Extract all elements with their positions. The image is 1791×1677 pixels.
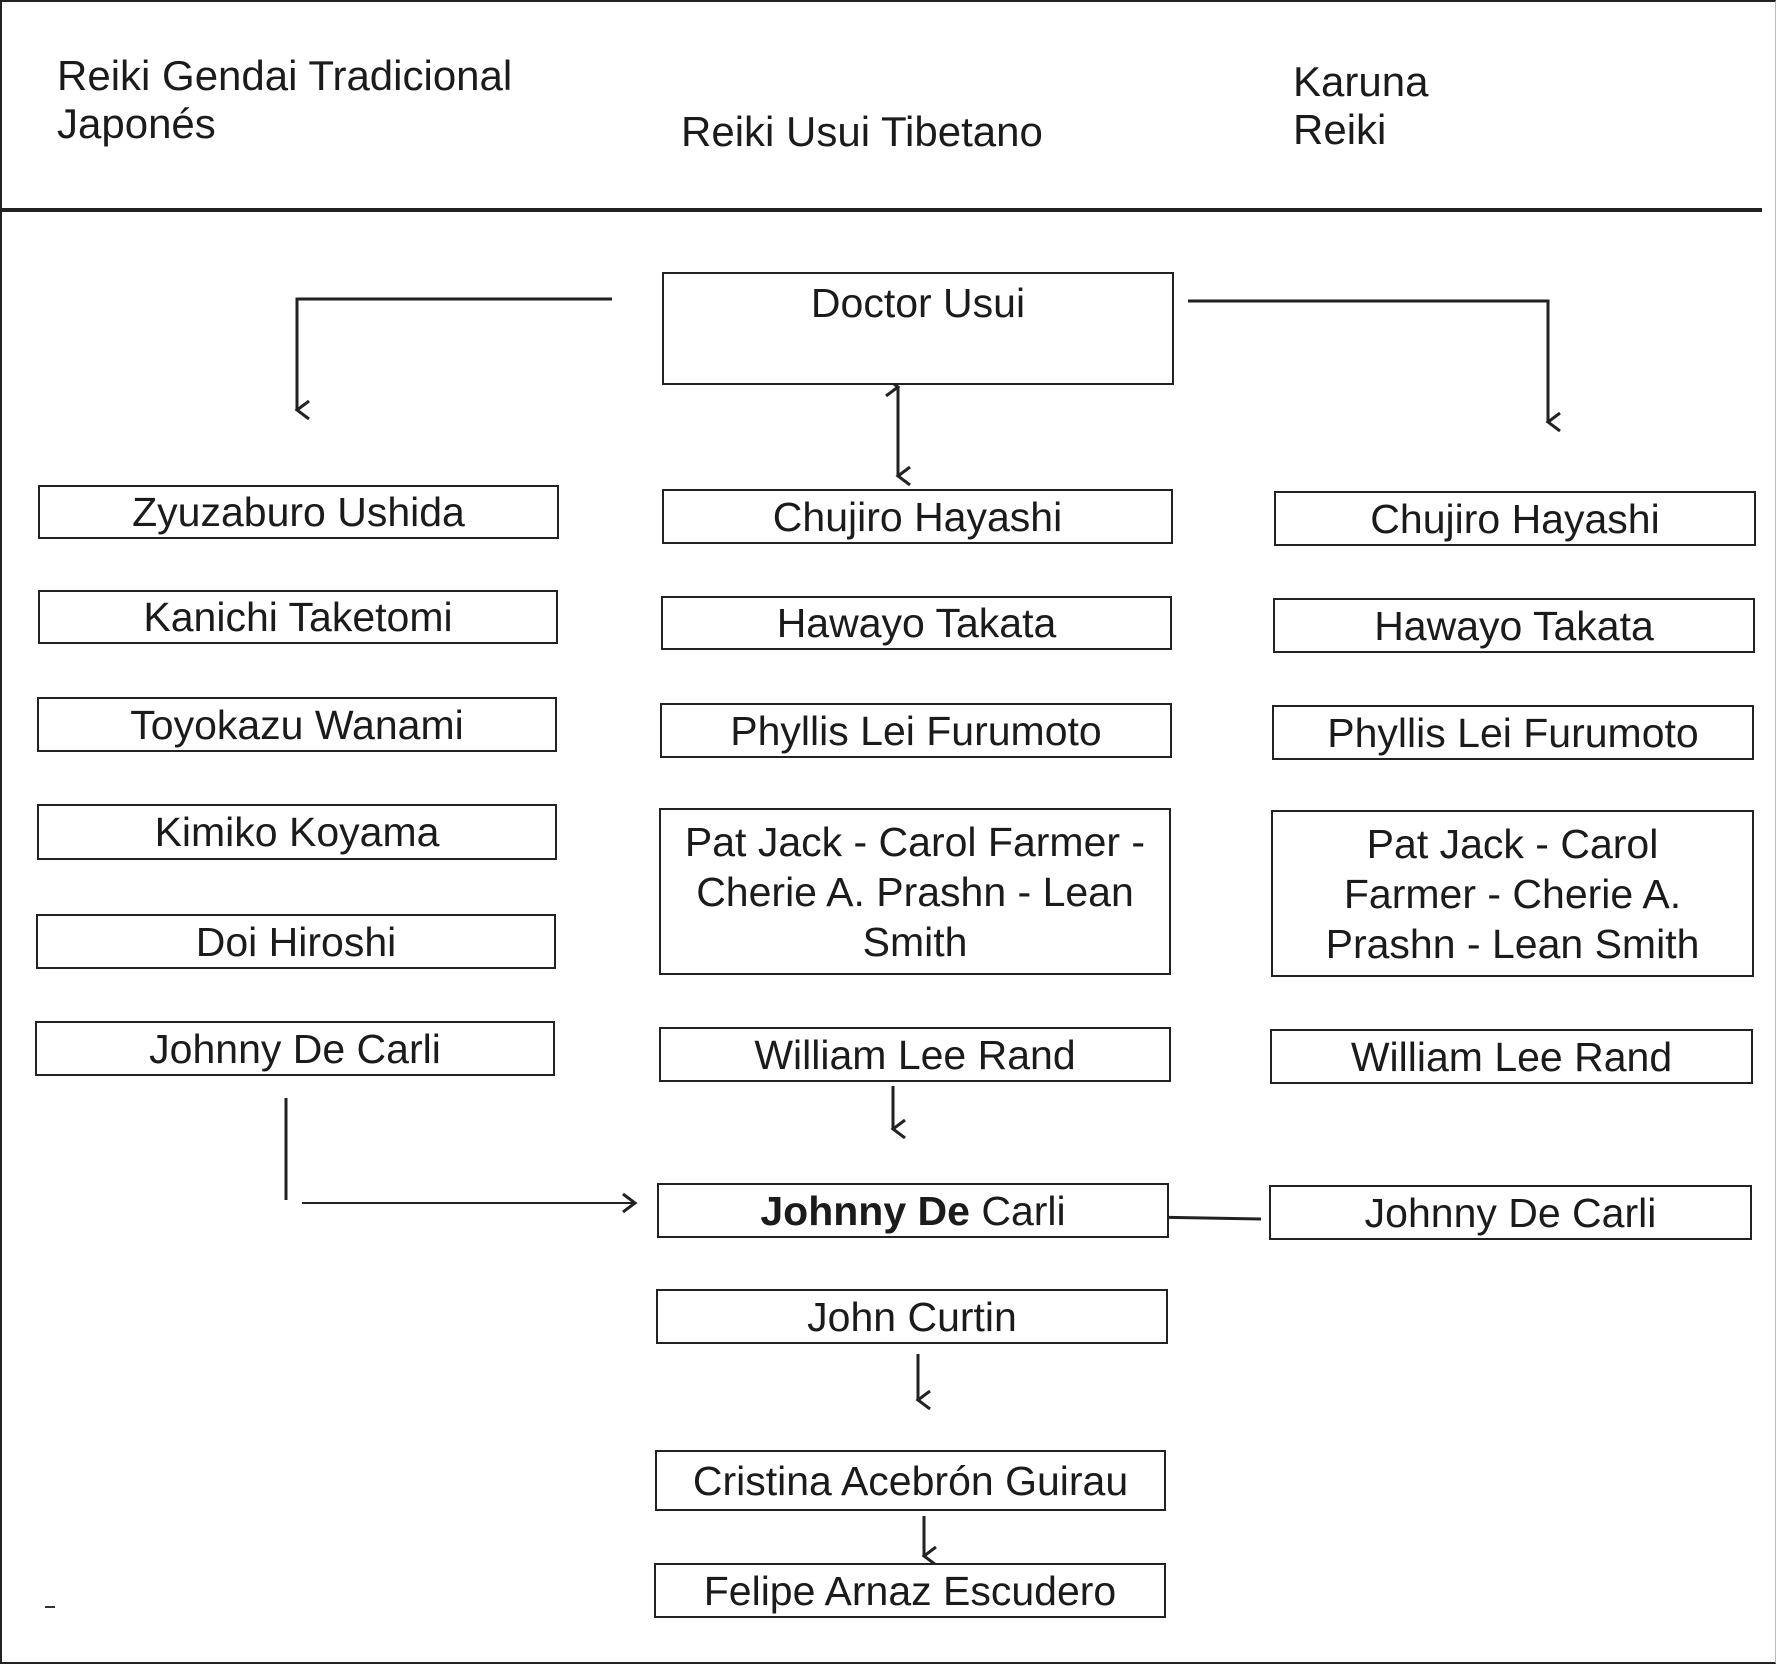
right-node: Phyllis Lei Furumoto xyxy=(1272,705,1754,760)
lower-node-label: Felipe Arnaz Escudero xyxy=(703,1567,1117,1614)
column-title-center: Reiki Usui Tibetano xyxy=(681,108,1043,155)
column-title-right: Karuna Reiki xyxy=(1293,58,1429,153)
left-node-label: Kimiko Koyama xyxy=(154,809,440,855)
left-node-label: Johnny De Carli xyxy=(149,1025,441,1072)
left-node-label: Zyuzaburo Ushida xyxy=(132,489,465,535)
center-node: Hawayo Takata xyxy=(661,596,1172,650)
merge-node: Johnny De Carli xyxy=(657,1183,1169,1238)
header-divider xyxy=(0,208,1762,212)
right-node-label: William Lee Rand xyxy=(1350,1033,1673,1080)
right-node-label: Chujiro Hayashi xyxy=(1370,495,1660,542)
merge-node-bold: Johnny De xyxy=(760,1187,970,1234)
right-node: Hawayo Takata xyxy=(1273,598,1755,653)
left-node: Kanichi Taketomi xyxy=(38,590,558,644)
left-node: Zyuzaburo Ushida xyxy=(38,485,559,539)
center-node-label: Pat Jack - Carol Farmer - Cherie A. Pras… xyxy=(684,818,1146,965)
right-node: Chujiro Hayashi xyxy=(1274,491,1756,546)
right-node-label: Hawayo Takata xyxy=(1374,602,1654,649)
center-node-label: Phyllis Lei Furumoto xyxy=(730,707,1102,754)
left-node-label: Doi Hiroshi xyxy=(195,918,397,965)
column-title-left: Reiki Gendai Tradicional Japonés xyxy=(57,52,513,147)
right-node: William Lee Rand xyxy=(1270,1029,1753,1084)
connector-root-left xyxy=(297,297,612,410)
center-node-label: William Lee Rand xyxy=(754,1031,1076,1078)
left-node: Johnny De Carli xyxy=(35,1021,555,1076)
right-node: Johnny De Carli xyxy=(1269,1185,1752,1240)
left-node-label: Toyokazu Wanami xyxy=(130,701,464,748)
right-node-label: Johnny De Carli xyxy=(1364,1189,1657,1236)
lower-node: John Curtin xyxy=(656,1289,1168,1344)
right-node-label: Pat Jack - Carol Farmer - Cherie A. Pras… xyxy=(1325,820,1700,967)
stray-mark xyxy=(45,1606,55,1608)
center-node: Chujiro Hayashi xyxy=(662,489,1173,544)
center-node-label: Hawayo Takata xyxy=(776,600,1057,646)
left-node-label: Kanichi Taketomi xyxy=(143,594,453,640)
merge-node-rest: Carli xyxy=(969,1187,1066,1234)
left-node: Kimiko Koyama xyxy=(37,804,557,860)
right-node-label: Phyllis Lei Furumoto xyxy=(1327,709,1699,756)
right-node: Pat Jack - Carol Farmer - Cherie A. Pras… xyxy=(1271,810,1754,977)
merge-node-label: Johnny De Carli xyxy=(760,1186,1065,1236)
center-node-label: Chujiro Hayashi xyxy=(772,493,1063,540)
center-node: Pat Jack - Carol Farmer - Cherie A. Pras… xyxy=(659,808,1171,975)
node-root-label: Doctor Usui xyxy=(810,280,1026,326)
left-node: Doi Hiroshi xyxy=(36,914,556,969)
lower-node: Felipe Arnaz Escudero xyxy=(654,1563,1166,1618)
lower-node: Cristina Acebrón Guirau xyxy=(655,1450,1166,1511)
connector-root-right xyxy=(1188,299,1548,422)
center-node: Phyllis Lei Furumoto xyxy=(660,703,1172,758)
lower-node-label: Cristina Acebrón Guirau xyxy=(692,1457,1129,1504)
lower-node-label: John Curtin xyxy=(807,1293,1017,1340)
left-node: Toyokazu Wanami xyxy=(37,697,557,752)
node-root: Doctor Usui xyxy=(662,272,1174,385)
center-node: William Lee Rand xyxy=(659,1027,1171,1082)
